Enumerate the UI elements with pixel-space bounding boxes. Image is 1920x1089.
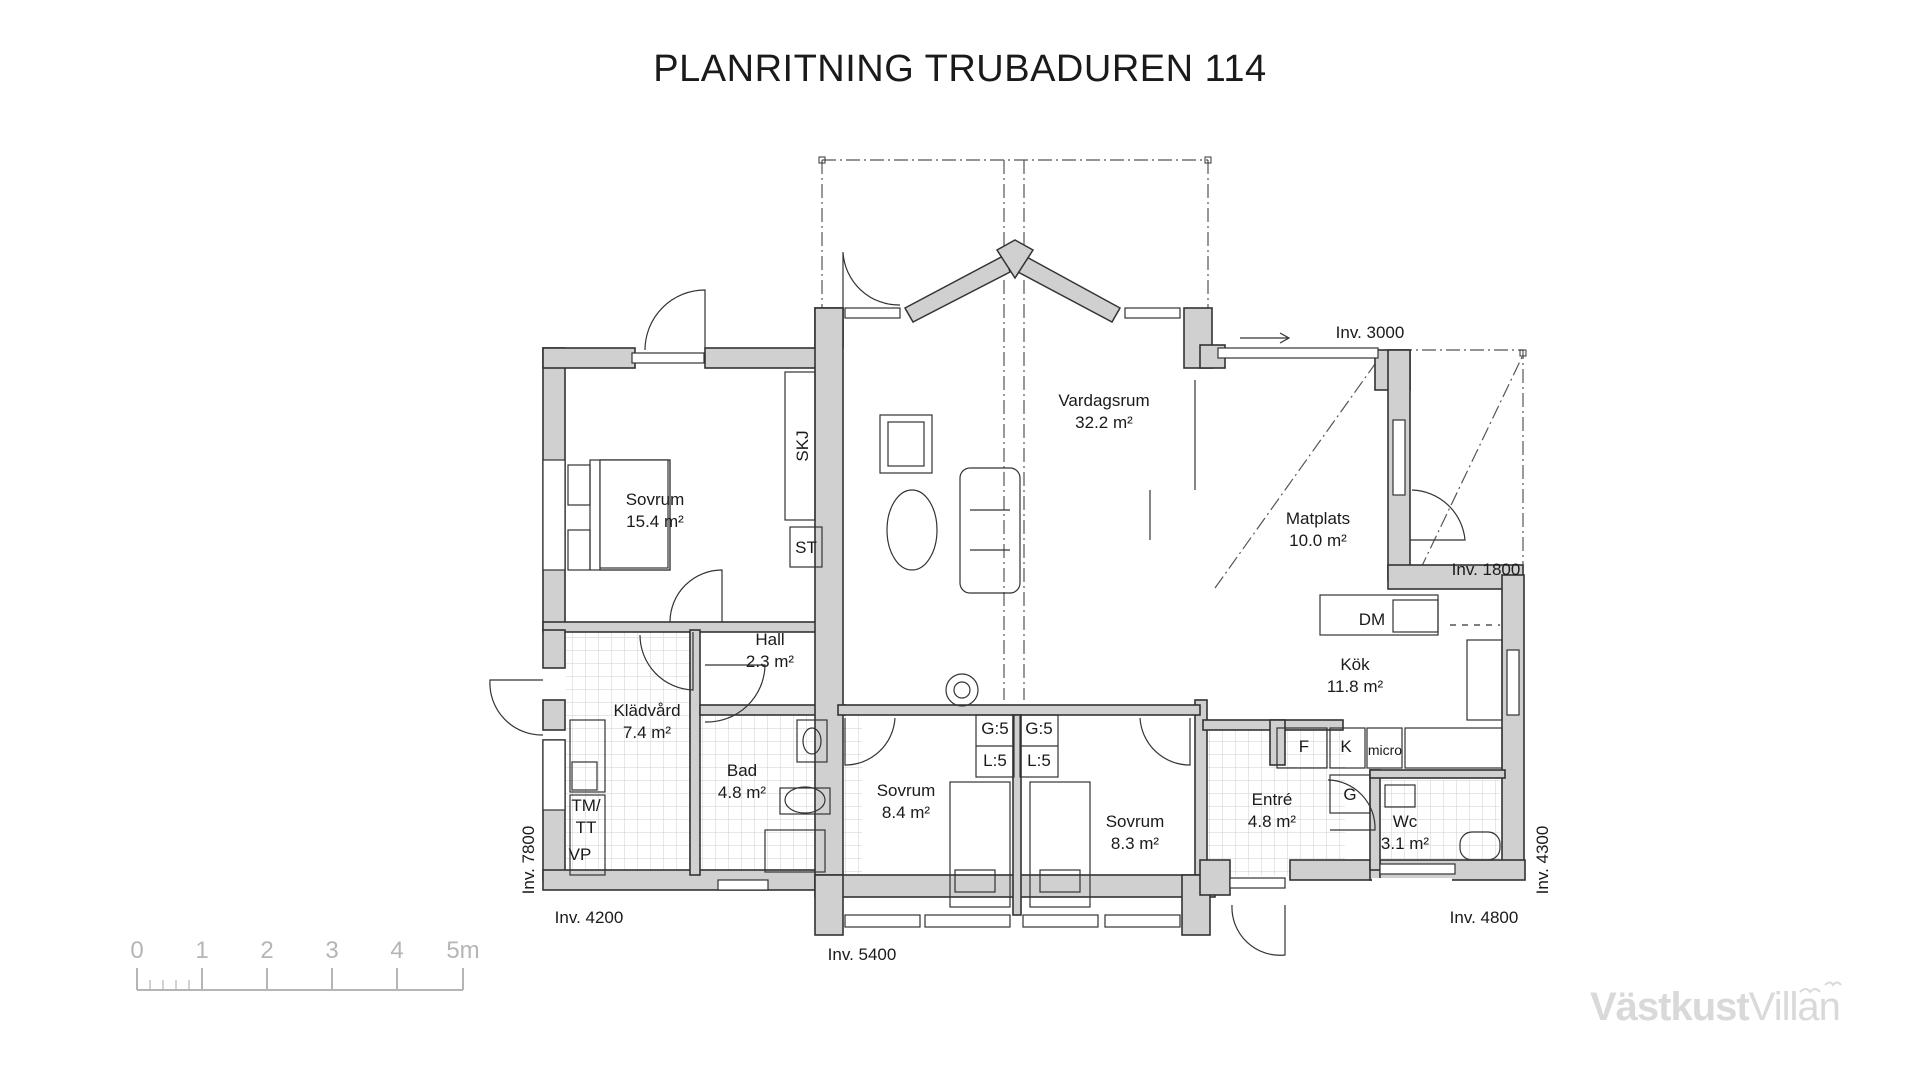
label-skj: SKJ [793, 430, 812, 461]
label-g5-a: G:5 [981, 719, 1008, 738]
scale-label-5m: 5m [446, 937, 479, 964]
room-name-vardagsrum: Vardagsrum [1058, 391, 1149, 410]
bay-window [903, 239, 1122, 324]
dim-inv-7800: Inv. 7800 [519, 826, 538, 895]
room-area-sovrum-2: 8.4 m² [882, 803, 931, 822]
label-tt: TT [576, 818, 597, 837]
room-area-kok: 11.8 m² [1327, 677, 1384, 696]
room-name-sovrum-2: Sovrum [877, 781, 936, 800]
label-tm: TM/ [571, 796, 601, 815]
dim-inv-4200: Inv. 4200 [555, 908, 624, 927]
room-area-hall: 2.3 m² [746, 652, 795, 671]
room-area-matplats: 10.0 m² [1289, 531, 1347, 550]
scale-bar: 0 1 2 3 4 5m [130, 937, 480, 991]
direction-arrow [1240, 332, 1291, 344]
seagull-icon [1799, 981, 1842, 994]
room-labels: Sovrum 15.4 m² Vardagsrum 32.2 m² Matpla… [613, 391, 1429, 853]
label-vp: VP [569, 845, 592, 864]
label-l5-b: L:5 [1027, 751, 1051, 770]
furniture [567, 371, 1503, 908]
room-name-wc: Wc [1393, 812, 1418, 831]
room-area-sovrum-3: 8.3 m² [1111, 834, 1160, 853]
room-name-kok: Kök [1340, 655, 1370, 674]
door-swings [489, 251, 1466, 956]
dim-inv-5400: Inv. 5400 [828, 945, 897, 964]
label-st: ST [795, 538, 817, 557]
windows [542, 307, 1520, 928]
dim-inv-4300: Inv. 4300 [1533, 826, 1552, 895]
label-micro: micro [1368, 742, 1402, 758]
room-name-matplats: Matplats [1286, 509, 1350, 528]
room-area-kladvard: 7.4 m² [623, 723, 672, 742]
label-l5-a: L:5 [983, 751, 1007, 770]
fixture-labels: SKJ ST DM F K micro G TM/ TT VP G:5 L:5 … [569, 430, 1403, 864]
label-f: F [1299, 737, 1309, 756]
logo-normal: Villan [1748, 985, 1841, 1029]
scale-label-4: 4 [390, 937, 403, 964]
room-area-sovrum-1: 15.4 m² [626, 512, 684, 531]
dim-inv-4800: Inv. 4800 [1450, 908, 1519, 927]
scale-label-3: 3 [325, 937, 338, 964]
room-name-entre: Entré [1252, 790, 1293, 809]
room-name-sovrum-1: Sovrum [626, 490, 685, 509]
room-name-hall: Hall [755, 630, 784, 649]
dimension-labels: Inv. 3000 Inv. 1800 Inv. 7800 Inv. 4200 … [519, 323, 1552, 964]
dim-inv-3000: Inv. 3000 [1336, 323, 1405, 342]
room-name-bad: Bad [727, 761, 757, 780]
room-area-entre: 4.8 m² [1248, 812, 1297, 831]
plan-title: PLANRITNING TRUBADUREN 114 [653, 48, 1267, 90]
label-g: G [1343, 785, 1356, 804]
label-k: K [1340, 737, 1352, 756]
dim-inv-1800: Inv. 1800 [1452, 560, 1521, 579]
roof-outline [821, 159, 1524, 700]
room-name-kladvard: Klädvård [613, 701, 680, 720]
room-area-wc: 3.1 m² [1381, 834, 1430, 853]
scale-label-0: 0 [130, 937, 143, 964]
label-dm: DM [1359, 610, 1385, 629]
logo-bold: Västkust [1590, 985, 1750, 1029]
scale-label-2: 2 [260, 937, 273, 964]
brand-logo: VästkustVillan [1590, 985, 1841, 1030]
scale-label-1: 1 [195, 937, 208, 964]
label-g5-b: G:5 [1025, 719, 1052, 738]
room-area-vardagsrum: 32.2 m² [1075, 413, 1133, 432]
room-name-sovrum-3: Sovrum [1106, 812, 1165, 831]
room-area-bad: 4.8 m² [718, 783, 767, 802]
